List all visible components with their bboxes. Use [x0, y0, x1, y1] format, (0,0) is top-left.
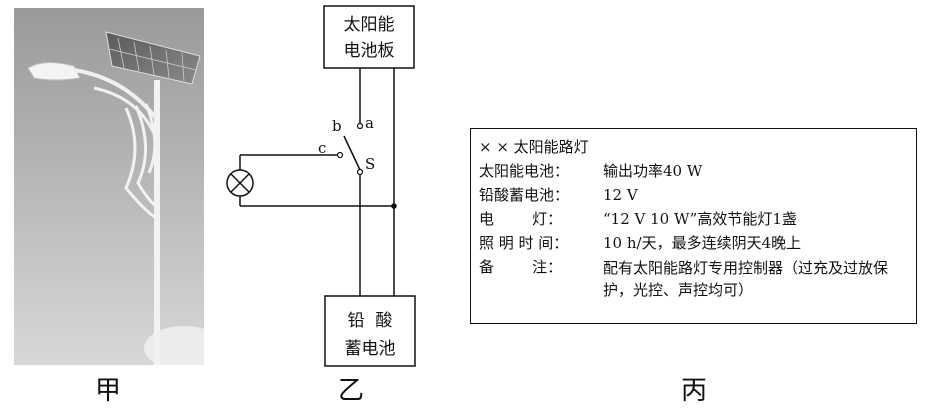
- battery-box: [324, 295, 416, 367]
- junction-dot: [391, 203, 397, 209]
- pole-image: [154, 80, 160, 365]
- battery-label-1: 铅 酸: [348, 311, 393, 331]
- spec-table: × × 太阳能路灯 太阳能电池： 输出功率40 W 铅酸蓄电池： 12 V 电 …: [470, 128, 917, 324]
- caption-yi: 乙: [337, 376, 364, 406]
- solar-panel-label-2: 电池板: [344, 41, 395, 61]
- point-c-label: c: [318, 139, 326, 157]
- point-a-label: a: [365, 114, 374, 132]
- spec-value: 配有太阳能路灯专用控制器（过充及过放保护，光控、声控均可）: [603, 259, 889, 299]
- circuit-diagram: 太阳能 电池板 铅 酸 蓄电池 a b c S: [226, 5, 416, 367]
- point-s-label: S: [365, 155, 375, 173]
- spec-title: × × 太阳能路灯: [479, 138, 589, 156]
- caption-bing: 丙: [680, 376, 707, 406]
- caption-jia: 甲: [94, 376, 121, 406]
- spec-value: 10 h/天，最多连续阴天4晚上: [603, 234, 802, 252]
- solar-panel-label-1: 太阳能: [344, 15, 395, 35]
- spec-row-hours: 照 明 时 间： 10 h/天，最多连续阴天4晚上: [479, 233, 801, 253]
- solar-panel-box: [323, 5, 415, 69]
- solar-panel-image: [105, 31, 201, 85]
- spec-value: 12 V: [603, 186, 638, 204]
- spec-value: “12 V 10 W”高效节能灯1盏: [603, 210, 797, 228]
- spec-key: 照 明 时 间：: [479, 234, 569, 252]
- spec-key: 太阳能电池：: [479, 162, 570, 180]
- spec-row-solar: 太阳能电池： 输出功率40 W: [479, 161, 702, 181]
- spec-row-notes: 备 注： 配有太阳能路灯专用控制器（过充及过放保护，光控、声控均可）: [479, 257, 909, 299]
- solar-street-light-photo: [14, 8, 204, 365]
- switch-blade: [343, 135, 361, 171]
- spec-row-lamp: 电 灯： “12 V 10 W”高效节能灯1盏: [479, 209, 797, 229]
- spec-key: 铅酸蓄电池：: [479, 186, 570, 204]
- spec-key: 电 灯：: [479, 210, 563, 228]
- spec-value: 输出功率40 W: [603, 162, 703, 180]
- spec-key: 备 注：: [479, 258, 563, 276]
- battery-label-2: 蓄电池: [345, 339, 396, 359]
- spec-row-battery: 铅酸蓄电池： 12 V: [479, 185, 638, 205]
- point-b-label: b: [332, 117, 342, 135]
